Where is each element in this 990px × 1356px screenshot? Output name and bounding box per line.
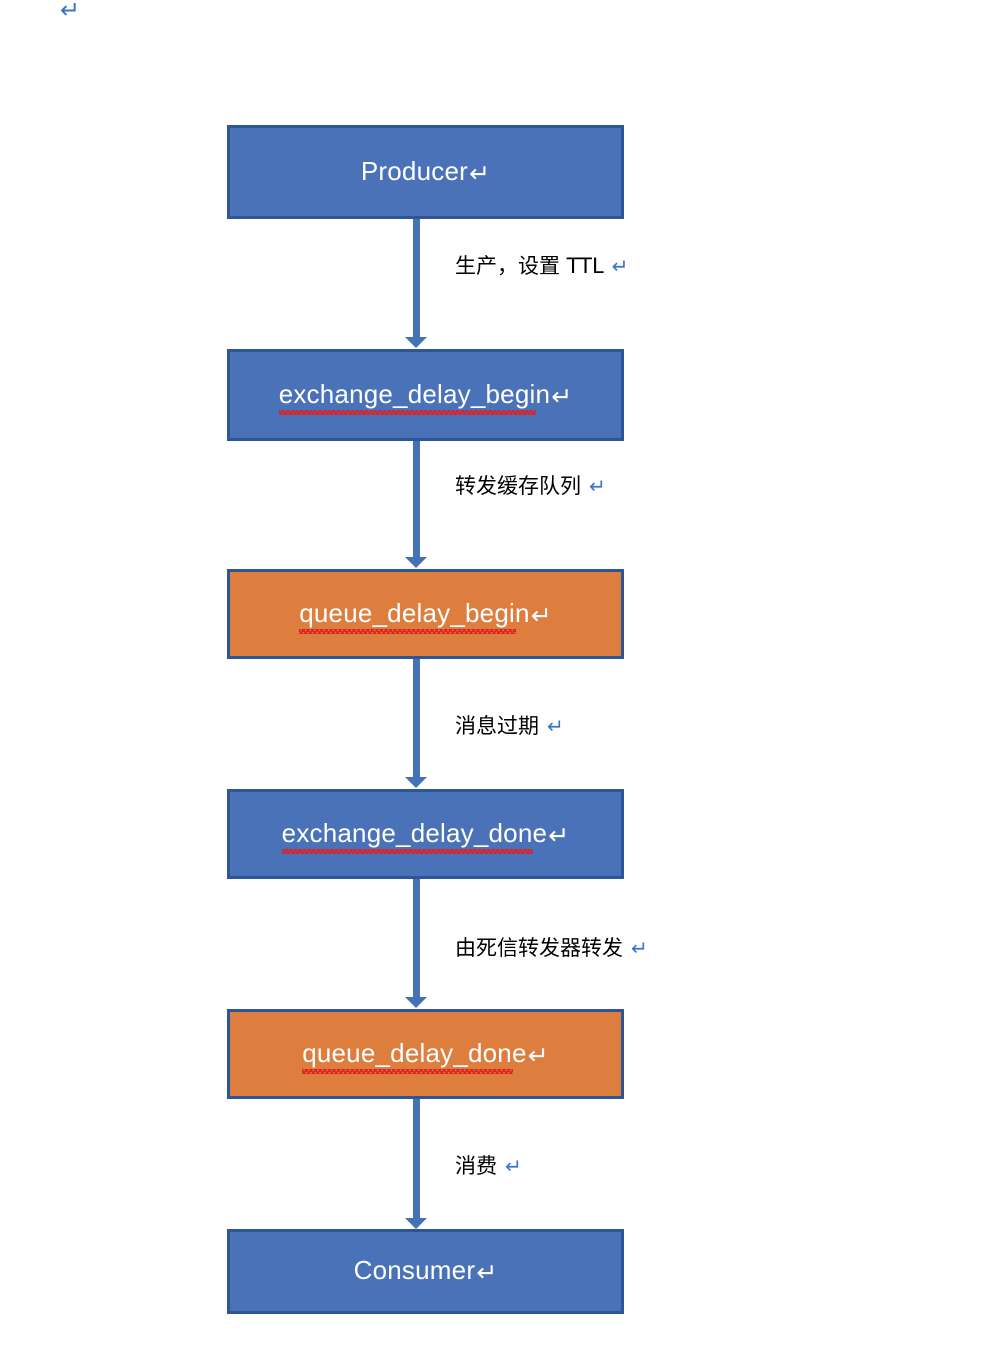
paragraph-mark-icon: ↵ xyxy=(589,474,606,498)
edge-label-text: 由死信转发器转发 xyxy=(455,936,623,960)
flow-node-label: queue_delay_begin xyxy=(299,598,529,634)
paragraph-mark-icon: ↵ xyxy=(611,254,629,278)
flow-node-label: exchange_delay_begin xyxy=(278,379,550,415)
return-mark-icon: ↵ xyxy=(551,381,573,411)
edge-label-produce-set-ttl: 生产，设置 TTL ↵ xyxy=(455,250,628,280)
edge-label-text: 消费 xyxy=(455,1154,497,1178)
paragraph-mark-icon: ↵ xyxy=(505,1154,522,1178)
flow-node-label: Producer xyxy=(360,155,468,186)
connector-exchange-delay-begin-to-queue-delay-begin xyxy=(413,441,420,558)
arrowhead-icon xyxy=(405,1218,427,1229)
flow-node-exchange-delay-done[interactable]: exchange_delay_done↵ xyxy=(227,789,624,879)
connector-queue-delay-done-to-consumer xyxy=(413,1099,420,1219)
flow-node-label: exchange_delay_done xyxy=(281,818,547,854)
return-mark-icon: ↵ xyxy=(548,820,570,850)
paragraph-mark-icon: ↵ xyxy=(60,0,81,24)
arrowhead-icon xyxy=(405,997,427,1008)
connector-exchange-delay-done-to-queue-delay-done xyxy=(413,879,420,998)
flow-node-consumer[interactable]: Consumer↵ xyxy=(227,1229,624,1314)
edge-label-dead-letter-forwarder: 由死信转发器转发 ↵ xyxy=(455,932,648,962)
edge-label-forward-cache-queue: 转发缓存队列 ↵ xyxy=(455,470,606,500)
connector-queue-delay-begin-to-exchange-delay-done xyxy=(413,659,420,778)
arrowhead-icon xyxy=(405,337,427,348)
arrowhead-icon xyxy=(405,557,427,568)
edge-label-text: 生产，设置 TTL xyxy=(455,254,604,278)
edge-label-message-expired: 消息过期 ↵ xyxy=(455,710,564,740)
edge-label-text: 转发缓存队列 xyxy=(455,474,581,498)
return-mark-icon: ↵ xyxy=(476,1258,498,1287)
arrowhead-icon xyxy=(405,777,427,788)
flow-node-producer[interactable]: Producer↵ xyxy=(227,125,624,219)
flow-node-queue-delay-begin[interactable]: queue_delay_begin↵ xyxy=(227,569,624,659)
paragraph-mark-icon: ↵ xyxy=(547,714,564,738)
edge-label-text: 消息过期 xyxy=(455,714,539,738)
connector-producer-to-exchange-delay-begin xyxy=(413,219,420,338)
flow-node-exchange-delay-begin[interactable]: exchange_delay_begin↵ xyxy=(227,349,624,441)
paragraph-mark-icon: ↵ xyxy=(631,936,648,960)
flow-node-label: Consumer xyxy=(353,1255,476,1285)
edge-label-consume: 消费 ↵ xyxy=(455,1150,522,1180)
return-mark-icon: ↵ xyxy=(530,600,552,630)
return-mark-icon: ↵ xyxy=(468,158,491,188)
return-mark-icon: ↵ xyxy=(527,1040,549,1070)
flow-node-queue-delay-done[interactable]: queue_delay_done↵ xyxy=(227,1009,624,1099)
flow-node-label: queue_delay_done xyxy=(302,1038,526,1074)
